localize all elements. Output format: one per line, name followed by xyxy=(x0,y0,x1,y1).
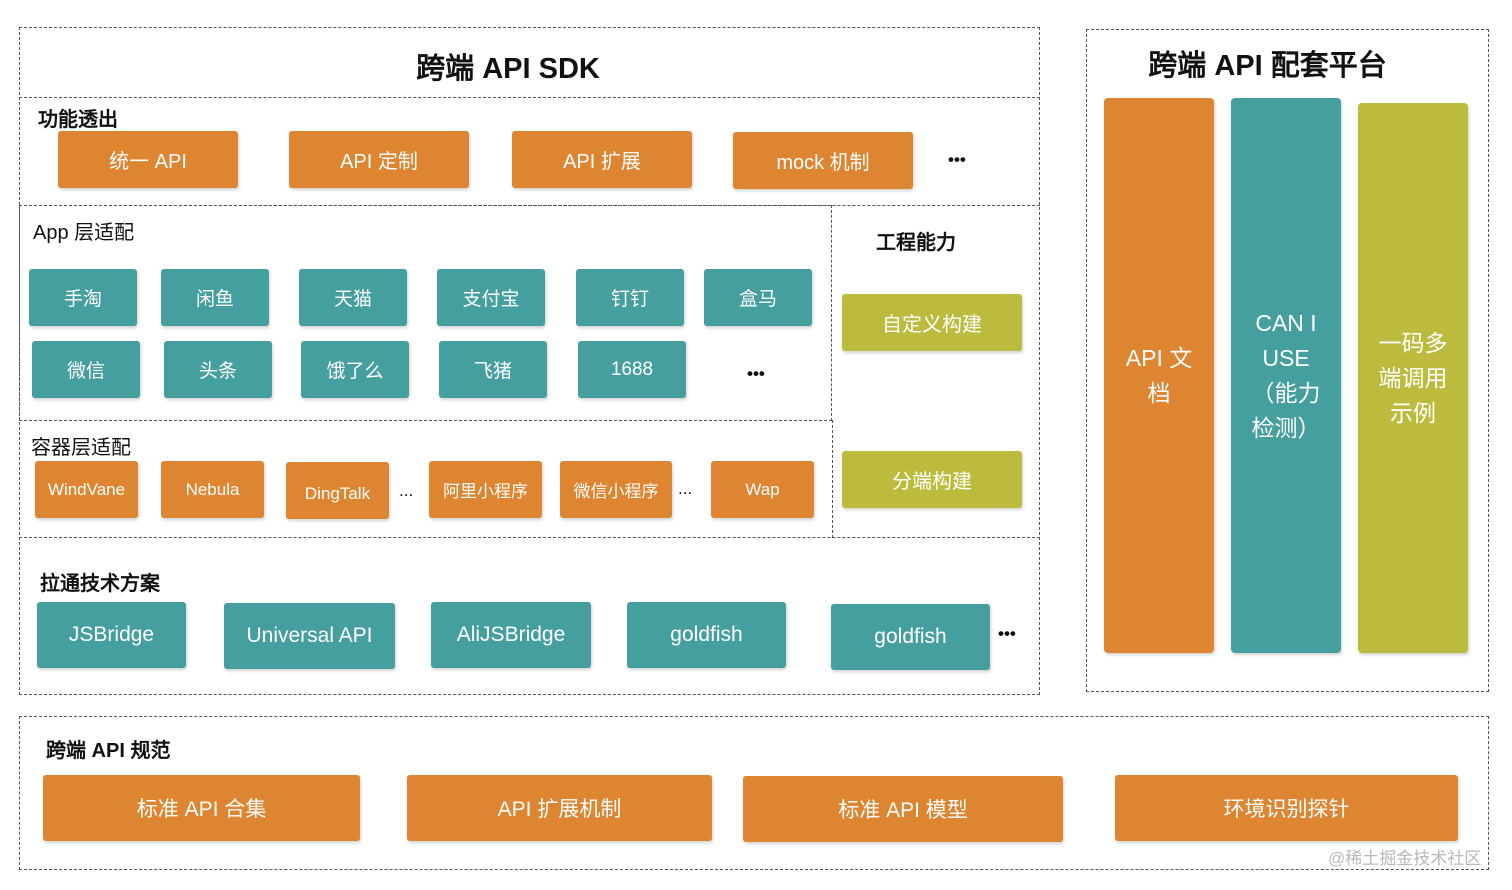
bridge-title: 拉通技术方案 xyxy=(40,573,160,595)
engineering-divider xyxy=(832,420,833,538)
platform-column-text-line: USE xyxy=(1262,344,1310,371)
app-item-eleme: 饿了么 xyxy=(301,341,409,398)
platform-column-can-i-use-text: CAN I USE （能力 检测） xyxy=(1252,306,1321,446)
platform-column-examples-text: 一码多 端调用 示例 xyxy=(1379,326,1448,431)
spec-title: 跨端 API 规范 xyxy=(46,740,171,762)
app-item-1688: 1688 xyxy=(578,341,686,398)
app-item-tmall: 天猫 xyxy=(299,269,407,326)
container-ellipsis-1: ... xyxy=(399,481,414,500)
function-item-unified-api: 统一 API xyxy=(58,131,238,188)
app-item-taobao: 手淘 xyxy=(29,269,137,326)
sdk-divider-container xyxy=(19,537,1040,538)
platform-column-text-line: 示例 xyxy=(1390,399,1436,426)
app-item-weixin: 微信 xyxy=(32,341,140,398)
platform-column-api-docs-text: API 文 档 xyxy=(1126,341,1192,411)
container-item-nebula: Nebula xyxy=(161,461,264,518)
spec-item-standard-api-model: 标准 API 模型 xyxy=(743,776,1063,842)
function-item-api-custom: API 定制 xyxy=(289,131,469,188)
function-more-dots: ••• xyxy=(948,150,966,169)
bridge-more-dots: ••• xyxy=(998,624,1016,643)
bridge-item-goldfish-2: goldfish xyxy=(831,604,990,670)
app-item-alipay: 支付宝 xyxy=(437,269,545,326)
spec-item-env-detection: 环境识别探针 xyxy=(1115,775,1458,841)
app-item-hema: 盒马 xyxy=(704,269,812,326)
app-more-dots: ••• xyxy=(747,364,765,383)
bridge-item-universal-api: Universal API xyxy=(224,603,395,669)
platform-column-text-line: （能力 xyxy=(1251,379,1321,406)
engineering-title: 工程能力 xyxy=(876,232,956,254)
sdk-divider-top xyxy=(19,97,1040,98)
platform-column-text-line: 端调用 xyxy=(1378,364,1448,391)
platform-column-text-line: 检测） xyxy=(1251,414,1321,441)
container-item-dingtalk: DingTalk xyxy=(286,462,389,519)
platform-column-text-line: 一码多 xyxy=(1378,329,1448,356)
watermark: @稀土掘金技术社区 xyxy=(1328,849,1482,868)
sdk-title: 跨端 API SDK xyxy=(416,53,600,85)
container-item-windvane: WindVane xyxy=(35,461,138,518)
platform-title: 跨端 API 配套平台 xyxy=(1148,50,1387,82)
platform-column-text-line: CAN I xyxy=(1255,309,1317,336)
function-item-api-extend: API 扩展 xyxy=(512,131,692,188)
engineering-item-custom-build: 自定义构建 xyxy=(842,294,1022,351)
container-layer-title: 容器层适配 xyxy=(31,437,131,459)
app-layer-panel xyxy=(19,205,832,421)
container-item-ali-miniapp: 阿里小程序 xyxy=(429,461,542,518)
spec-panel xyxy=(19,716,1489,870)
app-item-dingding: 钉钉 xyxy=(576,269,684,326)
platform-column-text-line: API 文 xyxy=(1125,344,1193,371)
platform-column-examples: 一码多 端调用 示例 xyxy=(1358,103,1468,653)
bridge-item-goldfish-1: goldfish xyxy=(627,602,786,668)
spec-item-standard-api-collection: 标准 API 合集 xyxy=(43,775,360,841)
function-section-title: 功能透出 xyxy=(38,109,118,131)
platform-column-text-line: 档 xyxy=(1147,379,1171,406)
platform-column-api-docs: API 文 档 xyxy=(1104,98,1214,653)
container-item-wap: Wap xyxy=(711,461,814,518)
engineering-item-split-build: 分端构建 xyxy=(842,451,1022,508)
bridge-item-alijsbridge: AliJSBridge xyxy=(431,602,591,668)
platform-panel xyxy=(1086,29,1489,692)
container-item-wechat-miniapp: 微信小程序 xyxy=(560,461,672,518)
function-item-mock: mock 机制 xyxy=(733,132,913,189)
container-ellipsis-2: ... xyxy=(678,479,693,498)
app-item-feizhu: 飞猪 xyxy=(439,341,547,398)
app-layer-title: App 层适配 xyxy=(33,222,135,244)
app-item-xianyu: 闲鱼 xyxy=(161,269,269,326)
platform-column-can-i-use: CAN I USE （能力 检测） xyxy=(1231,98,1341,653)
bridge-item-jsbridge: JSBridge xyxy=(37,602,186,668)
app-item-toutiao: 头条 xyxy=(164,341,272,398)
spec-item-api-extension-mechanism: API 扩展机制 xyxy=(407,775,712,841)
